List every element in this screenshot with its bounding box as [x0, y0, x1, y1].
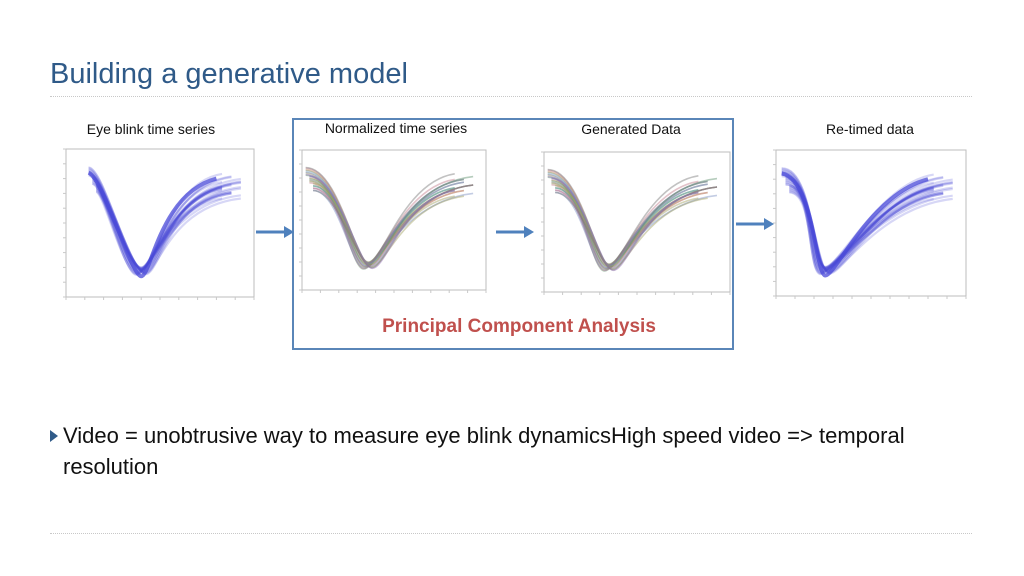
- bullet-text: Video = unobtrusive way to measure eye b…: [63, 423, 905, 479]
- curve-line: [781, 167, 934, 270]
- curve-line: [789, 186, 953, 273]
- plot-eye-blink: [44, 145, 258, 305]
- curve-line: [88, 167, 223, 270]
- curve-line: [305, 167, 455, 265]
- curve-line: [309, 177, 465, 266]
- curve-line: [555, 186, 718, 267]
- curve-line: [551, 179, 708, 268]
- curve-line: [312, 184, 474, 267]
- curve-line: [309, 182, 465, 270]
- arrow-icon: [736, 218, 774, 230]
- pca-label: Principal Component Analysis: [382, 316, 656, 337]
- curve-line: [555, 186, 718, 269]
- curve-line: [547, 173, 699, 270]
- curve-line: [305, 173, 455, 270]
- slide-title: Building a generative model: [50, 58, 408, 90]
- bullet-item: Video = unobtrusive way to measure eye b…: [50, 420, 950, 482]
- panel-label-retimed: Re-timed data: [826, 121, 914, 137]
- curve-line: [312, 182, 474, 263]
- curve-line: [309, 180, 465, 268]
- curve-line: [547, 171, 699, 268]
- curve-line: [555, 186, 718, 269]
- curve-line: [555, 184, 718, 265]
- bullet-arrow-icon: [50, 430, 58, 442]
- panel-label-normalized: Normalized time series: [324, 120, 468, 136]
- curve-line: [312, 184, 474, 269]
- curve-line: [312, 189, 474, 269]
- pca-group-box: [292, 118, 734, 350]
- curve-line: [547, 171, 699, 268]
- curve-line: [305, 172, 455, 268]
- curve-line: [305, 166, 455, 264]
- curve-line: [547, 174, 699, 270]
- curve-line: [551, 182, 708, 270]
- curve-line: [305, 174, 455, 270]
- curve-line: [551, 180, 708, 268]
- plot-generated: [538, 148, 734, 300]
- panel-label-generated: Generated Data: [581, 121, 681, 137]
- curve-line: [555, 191, 718, 271]
- curve-line: [551, 177, 708, 266]
- curve-line: [305, 171, 455, 268]
- footer-divider: [50, 533, 972, 534]
- curve-line: [309, 175, 465, 265]
- curve-line: [547, 168, 699, 266]
- arrow-icon: [256, 226, 294, 238]
- curve-line: [309, 175, 465, 264]
- curve-line: [305, 169, 455, 266]
- curve-line: [312, 175, 474, 265]
- curve-line: [781, 167, 934, 269]
- curve-line: [547, 175, 699, 272]
- curve-line: [551, 181, 708, 270]
- plot-retimed: [770, 146, 970, 304]
- curve-line: [309, 179, 465, 268]
- plot-frame: [543, 151, 731, 293]
- panel-label-eye-blink: Eye blink time series: [86, 121, 216, 137]
- arrow-icon: [496, 226, 534, 238]
- mean-curve-line: [87, 170, 217, 279]
- curve-line: [555, 177, 718, 267]
- curve-line: [547, 176, 699, 272]
- curve-line: [555, 186, 718, 271]
- mean-curve-line: [780, 171, 929, 278]
- title-divider: [50, 96, 972, 97]
- curve-line: [551, 184, 708, 272]
- plot-normalized: [296, 146, 490, 298]
- curve-line: [309, 178, 465, 266]
- curve-line: [551, 177, 708, 267]
- plot-frame: [301, 149, 487, 291]
- curve-line: [88, 169, 223, 272]
- curve-line: [312, 184, 474, 267]
- curve-line: [312, 184, 474, 265]
- curve-line: [305, 169, 455, 266]
- curve-line: [547, 169, 699, 267]
